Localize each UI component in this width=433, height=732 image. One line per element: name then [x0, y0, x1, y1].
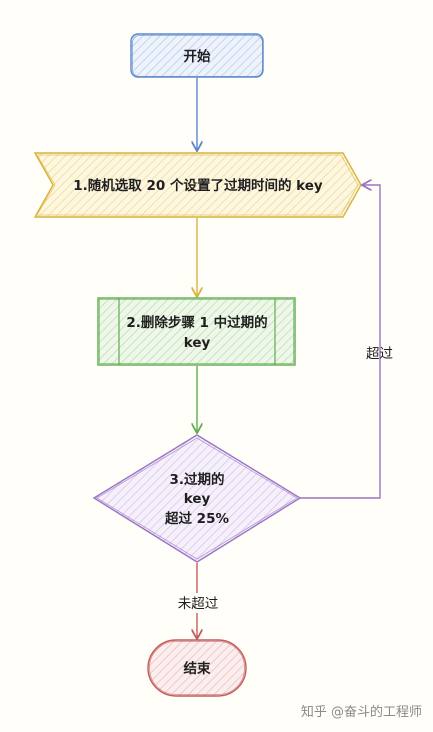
edge-label-exceed: 超过: [366, 346, 393, 362]
decision-node: 3.过期的 key 超过 25%: [92, 434, 302, 563]
decision-label-line3: 超过 25%: [164, 510, 229, 527]
decision-label-line2: key: [184, 491, 211, 507]
watermark: 知乎 @奋斗的工程师: [301, 704, 422, 720]
step2-label-line1: 2.删除步骤 1 中过期的: [126, 314, 267, 331]
start-node: 开始: [130, 33, 264, 78]
step2-label-line2: key: [184, 335, 211, 351]
end-node: 结束: [147, 639, 247, 697]
step1-label: 1.随机选取 20 个设置了过期时间的 key: [73, 177, 323, 194]
end-label: 结束: [184, 660, 211, 677]
edge-decision-loop: 超过: [300, 185, 393, 499]
edge-decision-end: 未超过: [174, 563, 222, 638]
step2-node: 2.删除步骤 1 中过期的 key: [97, 297, 296, 366]
decision-label-line1: 3.过期的: [169, 471, 224, 488]
step1-node: 1.随机选取 20 个设置了过期时间的 key: [33, 152, 362, 218]
start-label: 开始: [184, 48, 211, 65]
edge-label-not-exceed: 未超过: [178, 596, 219, 612]
